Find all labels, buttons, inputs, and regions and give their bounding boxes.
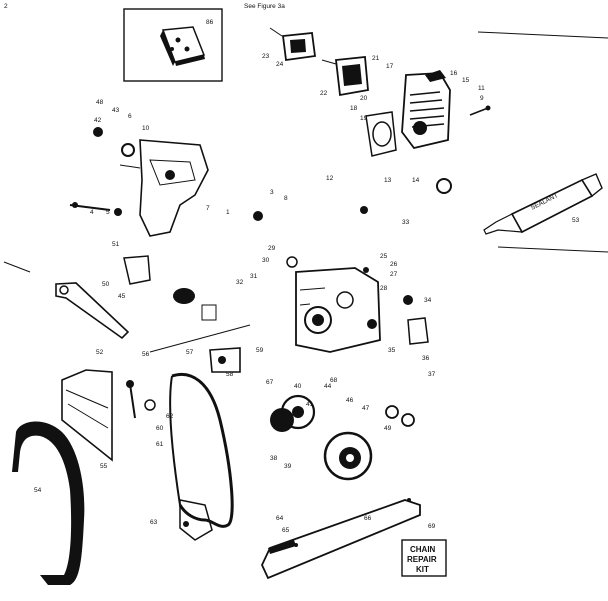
callout: 37 <box>428 371 436 378</box>
callout: 86 <box>206 19 214 26</box>
callout: 56 <box>142 351 150 358</box>
callout: 1 <box>226 209 230 216</box>
inset-header: See Figure 3a <box>244 3 285 10</box>
chain-guard <box>61 369 156 462</box>
callout: 63 <box>150 519 158 526</box>
callout: 19 <box>360 115 368 122</box>
callout: 53 <box>572 217 580 224</box>
callout: 57 <box>186 349 194 356</box>
callout: 38 <box>270 455 278 462</box>
callout: 23 <box>262 53 270 60</box>
callout: 31 <box>250 273 258 280</box>
handle-frame <box>69 127 209 237</box>
callout: 9 <box>480 95 484 102</box>
callout: 34 <box>424 297 432 304</box>
inset-box <box>123 8 223 82</box>
callout: 36 <box>422 355 430 362</box>
callout: 60 <box>156 425 164 432</box>
reference-line-right <box>497 246 608 253</box>
callout: 41 <box>306 401 314 408</box>
engine-block <box>295 267 429 353</box>
callout: 66 <box>364 515 372 522</box>
sealant-label: SEALANT <box>530 192 560 212</box>
callout: 2 <box>4 3 8 10</box>
separator-line <box>149 324 251 353</box>
spike-plate <box>179 499 213 541</box>
callout: 18 <box>350 105 358 112</box>
callout: 12 <box>326 175 334 182</box>
sealant-tube: SEALANT <box>483 173 603 235</box>
callout: 58 <box>226 371 234 378</box>
callout: 69 <box>428 523 436 530</box>
kit-line-2: REPAIR <box>407 555 437 564</box>
callout: 30 <box>262 257 270 264</box>
callout: 61 <box>156 441 164 448</box>
callout: 11 <box>478 85 485 92</box>
wrench <box>55 282 130 340</box>
callout: 25 <box>380 253 388 260</box>
callout: 68 <box>330 377 338 384</box>
reference-line-top-right <box>477 31 608 39</box>
callout: 17 <box>386 63 394 70</box>
callout: 22 <box>320 90 328 97</box>
callout: 40 <box>294 383 302 390</box>
callout: 43 <box>112 107 120 114</box>
callout: 54 <box>34 487 42 494</box>
callout: 55 <box>100 463 108 470</box>
carburetor-assembly <box>269 27 491 157</box>
callout: 15 <box>462 77 470 84</box>
callout: 3 <box>270 189 274 196</box>
saw-chain <box>169 372 234 528</box>
clutch-assembly <box>270 394 415 481</box>
callout: 51 <box>112 241 120 248</box>
kit-line-1: CHAIN <box>410 545 436 554</box>
separator-line-left <box>3 261 31 273</box>
callout: 47 <box>362 405 370 412</box>
callout: 65 <box>282 527 290 534</box>
small-parts <box>123 178 452 373</box>
callout: 8 <box>284 195 288 202</box>
callout: 24 <box>276 61 284 68</box>
callout: 52 <box>96 349 104 356</box>
callout: 39 <box>284 463 292 470</box>
callout: 14 <box>412 177 420 184</box>
callout: 28 <box>380 285 388 292</box>
callout: 16 <box>450 70 458 77</box>
callout: 59 <box>256 347 264 354</box>
callout: 44 <box>324 383 332 390</box>
callout: 7 <box>206 205 210 212</box>
chain-repair-kit: CHAIN REPAIR KIT <box>401 539 447 577</box>
callout: 13 <box>384 177 392 184</box>
front-handle <box>12 421 85 585</box>
callout: 64 <box>276 515 284 522</box>
callout-labels: 2 86 23 24 22 21 17 18 19 20 16 15 11 9 … <box>4 3 580 534</box>
callout: 21 <box>372 55 380 62</box>
callout: 35 <box>388 347 396 354</box>
callout: 42 <box>94 117 102 124</box>
callout: 4 <box>90 209 94 216</box>
callout: 48 <box>96 99 104 106</box>
callout: 29 <box>268 245 276 252</box>
guide-bar <box>261 498 421 580</box>
callout: 46 <box>346 397 354 404</box>
callout: 20 <box>360 95 368 102</box>
callout: 33 <box>402 219 410 226</box>
callout: 50 <box>102 281 110 288</box>
callout: 49 <box>384 425 392 432</box>
kit-line-3: KIT <box>416 565 429 574</box>
callout: 27 <box>390 271 398 278</box>
callout: 26 <box>390 261 398 268</box>
callout: 6 <box>128 113 132 120</box>
callout: 67 <box>266 379 274 386</box>
callout: 5 <box>106 209 110 216</box>
callout: 10 <box>142 125 150 132</box>
callout: 45 <box>118 293 126 300</box>
callout: 62 <box>166 413 174 420</box>
callout: 32 <box>236 279 244 286</box>
